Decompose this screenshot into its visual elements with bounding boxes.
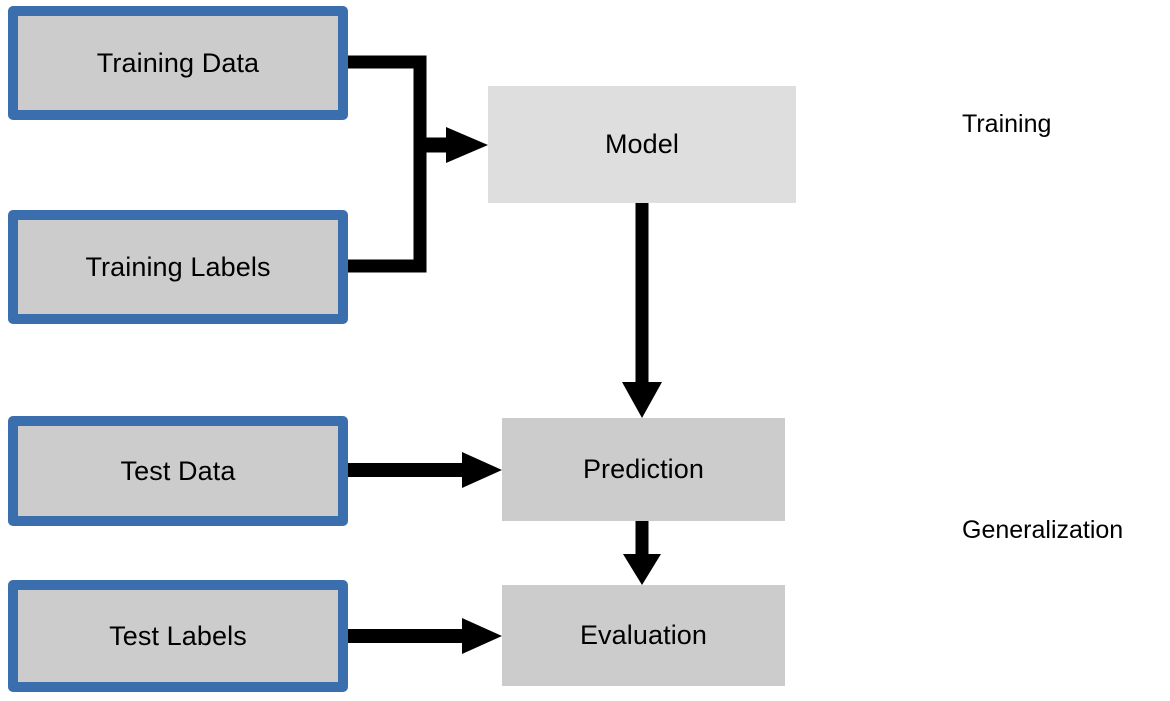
arrowhead-to-prediction [622, 382, 662, 418]
edge-model-to-prediction [622, 202, 662, 418]
node-prediction-label: Prediction [582, 454, 705, 484]
edge-test-labels-to-evaluation [341, 618, 502, 654]
node-training-data[interactable]: Training Data [8, 6, 348, 120]
node-training-data-label: Training Data [96, 47, 260, 78]
node-test-data[interactable]: Test Data [8, 416, 348, 526]
node-model-label: Model [604, 129, 680, 159]
arrowhead-to-evaluation [623, 554, 661, 585]
edge-training-data-elbow [341, 55, 427, 145]
node-training-labels[interactable]: Training Labels [8, 210, 348, 324]
node-test-labels-label: Test Labels [109, 620, 247, 651]
caption-generalization: Generalization [962, 516, 1124, 544]
node-prediction[interactable]: Prediction [502, 418, 785, 521]
caption-training: Training [962, 110, 1052, 138]
edge-prediction-to-evaluation [623, 521, 661, 585]
node-evaluation-label: Evaluation [579, 620, 708, 650]
node-training-labels-label: Training Labels [85, 251, 271, 282]
edge-training-labels-elbow [341, 145, 427, 273]
node-model[interactable]: Model [488, 86, 796, 203]
arrowhead-to-model [446, 127, 488, 163]
edge-training-inputs-to-model [341, 55, 488, 273]
node-test-data-label: Test Data [120, 455, 236, 486]
node-test-labels[interactable]: Test Labels [8, 580, 348, 692]
arrowhead-to-prediction-2 [462, 452, 502, 488]
node-evaluation[interactable]: Evaluation [502, 585, 785, 686]
arrowhead-to-evaluation-2 [462, 618, 502, 654]
edge-test-data-to-prediction [341, 452, 502, 488]
